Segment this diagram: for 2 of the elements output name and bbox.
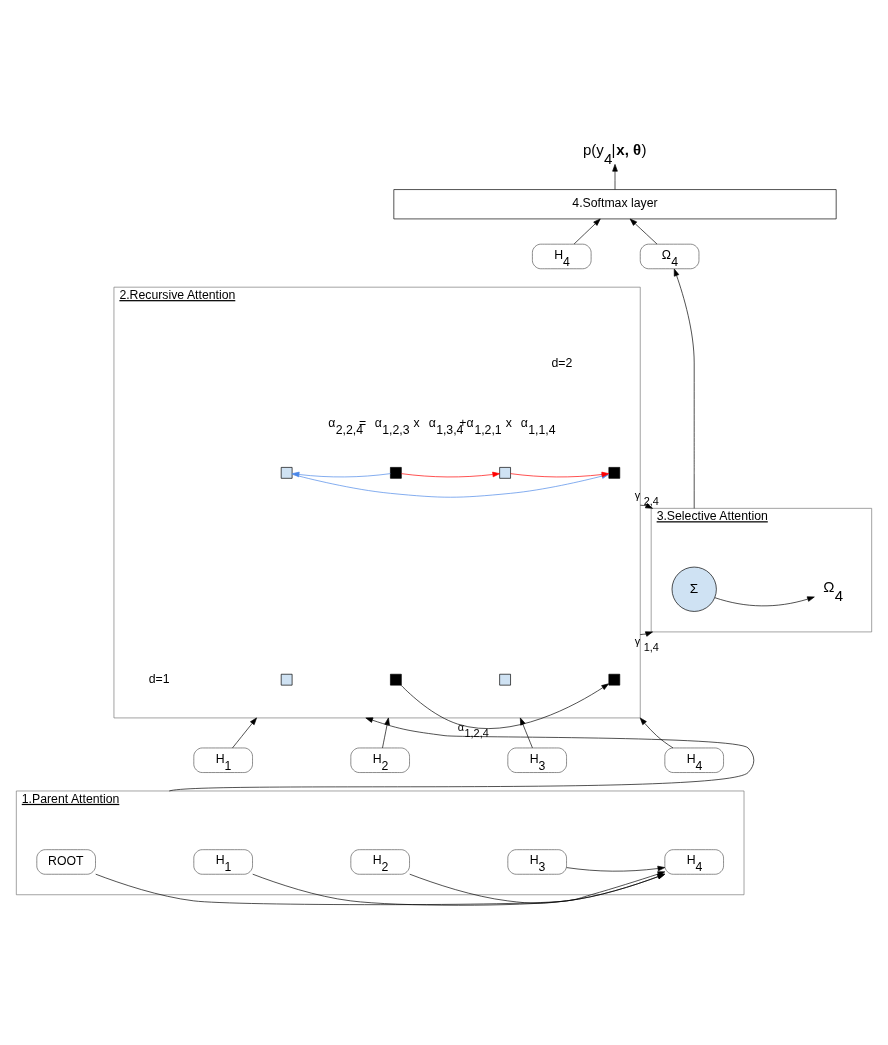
- label: d=1: [148, 671, 170, 686]
- label: d=2: [551, 355, 573, 370]
